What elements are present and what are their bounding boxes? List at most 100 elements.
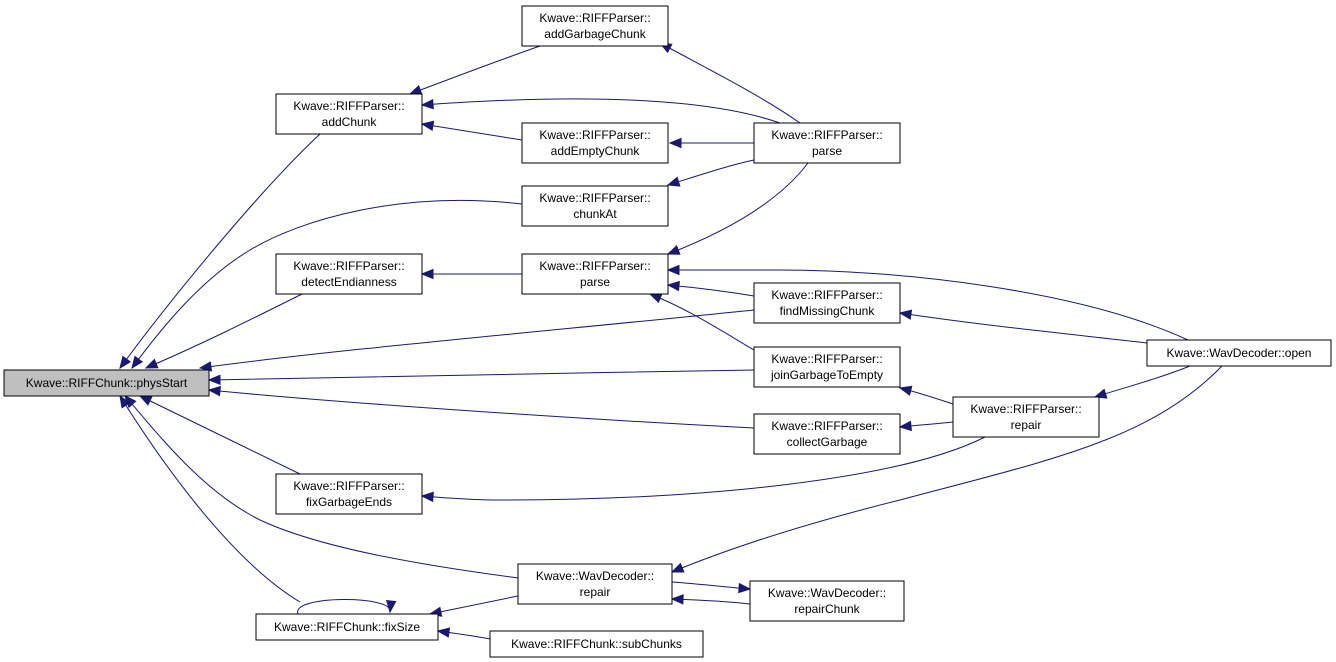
node-box bbox=[753, 413, 901, 455]
edge-line bbox=[659, 42, 801, 124]
node-collectGarbage[interactable]: Kwave::RIFFParser::collectGarbage bbox=[753, 413, 901, 455]
edge-findMissingChunk-to-parseMid bbox=[666, 280, 755, 297]
node-label-line: Kwave::RIFFParser:: bbox=[293, 479, 404, 493]
node-box bbox=[521, 253, 669, 295]
edge-line bbox=[119, 133, 321, 369]
node-wavRepair[interactable]: Kwave::WavDecoder::repair bbox=[517, 563, 673, 605]
node-label-line: collectGarbage bbox=[787, 435, 868, 449]
arrowhead bbox=[131, 355, 144, 370]
arrowhead bbox=[207, 385, 221, 397]
edge-line bbox=[119, 395, 301, 603]
edge-chunkAt-to-physStart bbox=[131, 199, 523, 370]
edge-wavOpen-to-parseMid bbox=[666, 264, 1189, 341]
edge-line bbox=[421, 123, 523, 141]
arrowhead bbox=[386, 600, 397, 614]
arrowhead bbox=[420, 98, 434, 110]
arrowhead bbox=[408, 85, 423, 95]
edge-repairChunk-to-wavRepair bbox=[670, 594, 751, 605]
edge-wavOpen-to-wavRepair bbox=[670, 365, 1223, 573]
edge-line bbox=[1094, 365, 1191, 398]
node-addEmptyChunk[interactable]: Kwave::RIFFParser::addEmptyChunk bbox=[521, 122, 669, 164]
arrowhead bbox=[420, 120, 435, 131]
node-repairParser[interactable]: Kwave::RIFFParser::repair bbox=[952, 396, 1100, 438]
node-joinGarbageToEmpty[interactable]: Kwave::RIFFParser::joinGarbageToEmpty bbox=[753, 346, 901, 388]
node-parseMid[interactable]: Kwave::RIFFParser::parse bbox=[521, 253, 669, 295]
node-label-line: repairChunk bbox=[794, 602, 860, 616]
edge-line bbox=[297, 599, 391, 615]
arrowhead bbox=[670, 562, 685, 573]
node-fixSize[interactable]: Kwave::RIFFChunk::fixSize bbox=[255, 613, 439, 641]
edge-addChunk-to-physStart bbox=[119, 133, 321, 370]
node-box bbox=[521, 5, 669, 47]
node-fixGarbageEnds[interactable]: Kwave::RIFFParser::fixGarbageEnds bbox=[275, 473, 423, 515]
edge-line bbox=[139, 395, 301, 475]
node-box bbox=[952, 396, 1100, 438]
node-chunkAt[interactable]: Kwave::RIFFParser::chunkAt bbox=[521, 185, 669, 227]
arrowhead bbox=[198, 361, 213, 372]
arrowhead bbox=[670, 594, 684, 605]
node-label-line: Kwave::RIFFParser:: bbox=[539, 191, 650, 205]
node-label-line: addGarbageChunk bbox=[544, 27, 646, 41]
edge-line bbox=[421, 98, 781, 124]
edge-line bbox=[208, 369, 755, 381]
arrowhead bbox=[1093, 388, 1108, 399]
edge-collectGarbage-to-physStart bbox=[207, 385, 755, 429]
node-box bbox=[753, 122, 901, 164]
node-label-line: Kwave::RIFFParser:: bbox=[293, 259, 404, 273]
node-label-line: repair bbox=[1011, 418, 1042, 432]
node-addGarbageChunk[interactable]: Kwave::RIFFParser::addGarbageChunk bbox=[521, 5, 669, 47]
edge-line bbox=[667, 159, 755, 186]
edge-parseTop-to-parseMid bbox=[666, 162, 809, 255]
node-label-line: findMissingChunk bbox=[780, 304, 876, 318]
node-label-line: addEmptyChunk bbox=[551, 144, 641, 158]
node-subChunks[interactable]: Kwave::RIFFChunk::subChunks bbox=[489, 630, 704, 658]
node-box bbox=[521, 122, 669, 164]
arrowhead bbox=[207, 374, 221, 386]
arrowhead bbox=[898, 385, 913, 396]
edge-repairParser-to-collectGarbage bbox=[898, 420, 954, 432]
edge-repairParser-to-fixGarbageEnds bbox=[420, 436, 986, 503]
node-label-line: Kwave::RIFFParser:: bbox=[771, 128, 882, 142]
edge-joinGarbageToEmpty-to-parseMid bbox=[648, 293, 755, 351]
arrowhead bbox=[898, 309, 913, 320]
edge-line bbox=[671, 581, 751, 590]
arrowhead bbox=[666, 264, 680, 276]
node-box bbox=[749, 580, 905, 622]
node-label-line: Kwave::RIFFParser:: bbox=[970, 402, 1081, 416]
node-label-line: Kwave::RIFFParser:: bbox=[771, 288, 882, 302]
arrowhead bbox=[420, 491, 434, 503]
node-label-line: Kwave::WavDecoder:: bbox=[536, 569, 654, 583]
edge-parseTop-to-addEmptyChunk bbox=[668, 137, 754, 149]
edge-wavOpen-to-repairParser bbox=[1093, 365, 1191, 399]
edge-detectEndianness-to-physStart bbox=[144, 293, 303, 369]
edge-line bbox=[145, 293, 303, 369]
node-label-line: Kwave::RIFFParser:: bbox=[539, 259, 650, 273]
edge-line bbox=[199, 309, 755, 369]
node-box bbox=[753, 346, 901, 388]
arrowhead bbox=[648, 293, 663, 304]
node-label-line: Kwave::RIFFParser:: bbox=[771, 419, 882, 433]
node-box bbox=[275, 473, 423, 515]
node-label-line: addChunk bbox=[322, 115, 378, 129]
edge-parseMid-to-detectEndianness bbox=[420, 268, 522, 280]
arrowhead bbox=[144, 358, 159, 369]
node-box bbox=[275, 93, 423, 135]
node-detectEndianness[interactable]: Kwave::RIFFParser::detectEndianness bbox=[275, 253, 423, 295]
edge-line bbox=[649, 293, 755, 351]
arrowhead bbox=[436, 627, 451, 638]
node-addChunk[interactable]: Kwave::RIFFParser::addChunk bbox=[275, 93, 423, 135]
node-label-line: Kwave::RIFFChunk::fixSize bbox=[274, 620, 420, 634]
arrowhead bbox=[666, 176, 681, 187]
node-parseTop[interactable]: Kwave::RIFFParser::parse bbox=[753, 122, 901, 164]
edge-repairParser-to-joinGarbageToEmpty bbox=[898, 385, 954, 405]
edge-fixSize-to-physStart bbox=[119, 394, 301, 603]
arrowhead bbox=[420, 268, 434, 280]
node-label-line: Kwave::RIFFParser:: bbox=[293, 99, 404, 113]
node-box bbox=[521, 185, 669, 227]
node-physStart[interactable]: Kwave::RIFFChunk::physStart bbox=[3, 369, 210, 397]
node-wavOpen[interactable]: Kwave::WavDecoder::open bbox=[1146, 339, 1332, 367]
node-findMissingChunk[interactable]: Kwave::RIFFParser::findMissingChunk bbox=[753, 282, 901, 324]
edge-line bbox=[668, 269, 1189, 341]
node-repairChunk[interactable]: Kwave::WavDecoder::repairChunk bbox=[749, 580, 905, 622]
